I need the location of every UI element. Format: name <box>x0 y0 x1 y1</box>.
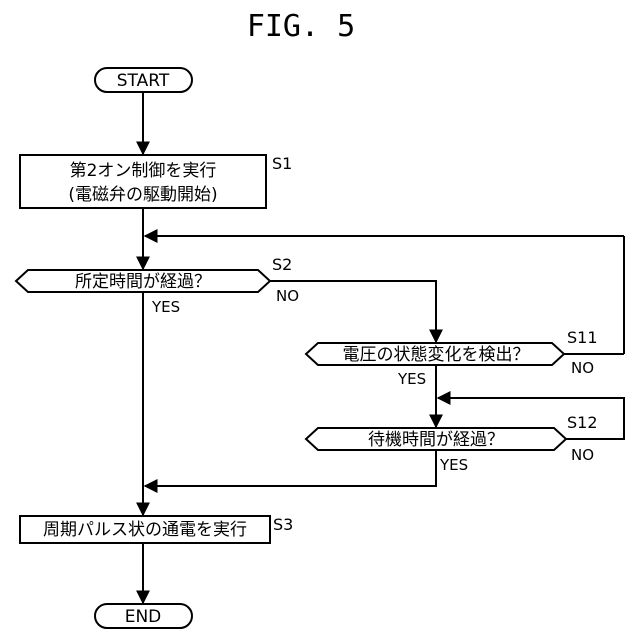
s11-label: 電圧の状態変化を検出？ <box>343 345 530 365</box>
s3-step-label: S3 <box>273 515 293 534</box>
s2-label: 所定時間が経過？ <box>75 272 211 292</box>
s12-yes-label: YES <box>439 456 468 474</box>
s2-step-label: S2 <box>272 255 292 274</box>
s11-step-label: S11 <box>567 328 598 347</box>
s12-no-label: NO <box>571 446 594 464</box>
s2-yes-label: YES <box>151 298 180 316</box>
figure-title: FIG. 5 <box>247 9 355 44</box>
s12-step-label: S12 <box>567 413 598 432</box>
s1-text-line2: (電磁弁の駆動開始) <box>68 185 217 205</box>
s3-label: 周期パルス状の通電を実行 <box>43 520 247 540</box>
s1-text-line1: 第2オン制御を実行 <box>70 161 217 181</box>
s11-yes-label: YES <box>397 370 426 388</box>
edge-s12-yes-join <box>145 450 436 486</box>
s12-label: 待機時間が経過？ <box>368 430 504 450</box>
end-label: END <box>125 607 162 627</box>
s1-step-label: S1 <box>272 154 292 173</box>
start-label: START <box>117 71 170 91</box>
s2-no-label: NO <box>276 287 299 305</box>
s11-no-label: NO <box>571 359 594 377</box>
